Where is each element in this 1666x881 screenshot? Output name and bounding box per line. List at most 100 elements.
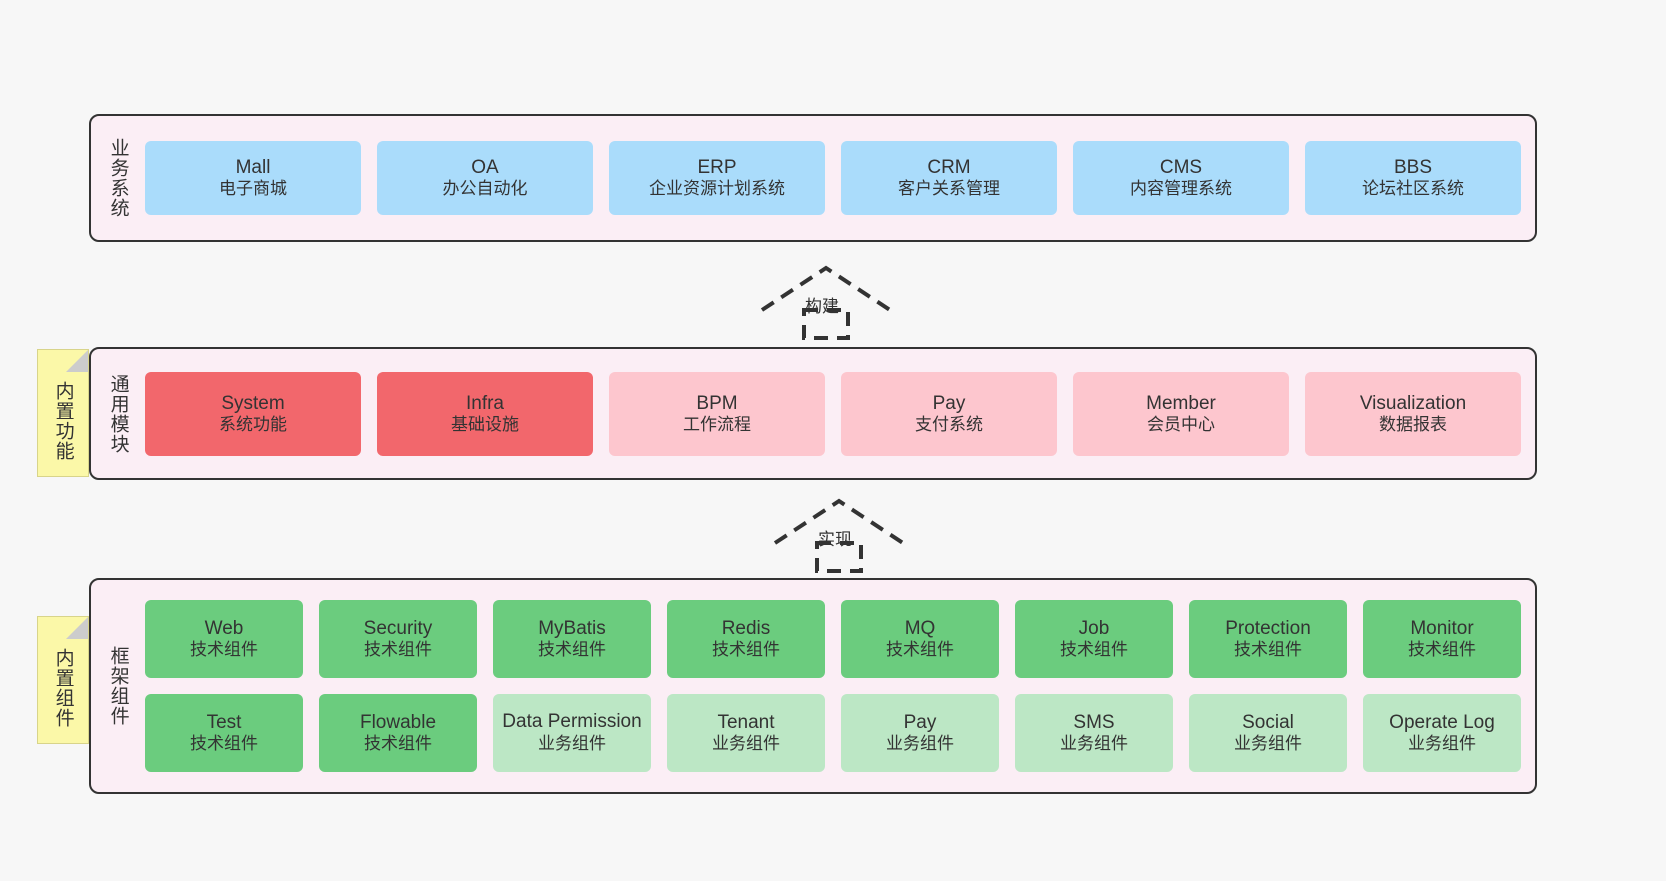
card-row: System 系统功能 Infra 基础设施 BPM 工作流程 Pay 支付系统… (145, 371, 1521, 456)
card-subtitle: 业务组件 (538, 733, 606, 753)
card-group-framework-component: Web 技术组件 Security 技术组件 MyBatis 技术组件 Redi… (145, 580, 1535, 792)
card-title: Pay (903, 712, 937, 734)
card-protection[interactable]: Protection 技术组件 (1189, 600, 1347, 678)
card-infra[interactable]: Infra 基础设施 (377, 371, 593, 456)
card-flowable[interactable]: Flowable 技术组件 (319, 694, 477, 772)
card-group-common-module: System 系统功能 Infra 基础设施 BPM 工作流程 Pay 支付系统… (145, 349, 1535, 478)
card-subtitle: 基础设施 (451, 414, 519, 434)
card-subtitle: 业务组件 (1060, 734, 1128, 754)
layer-title-common-module: 通用模块 (107, 373, 129, 454)
card-title: Member (1146, 392, 1216, 414)
card-subtitle: 业务组件 (1408, 734, 1476, 754)
card-subtitle: 技术组件 (1408, 640, 1476, 660)
card-oa[interactable]: OA 办公自动化 (377, 141, 593, 215)
card-sms[interactable]: SMS 业务组件 (1015, 694, 1173, 772)
card-visualization[interactable]: Visualization 数据报表 (1305, 371, 1521, 456)
card-data-permission[interactable]: Data Permission 业务组件 (493, 694, 651, 772)
card-mall[interactable]: Mall 电子商城 (145, 141, 361, 215)
layer-title-framework-component: 框架组件 (107, 646, 129, 726)
card-test[interactable]: Test 技术组件 (145, 694, 303, 772)
card-subtitle: 数据报表 (1379, 414, 1447, 434)
card-title: Operate Log (1389, 712, 1495, 734)
card-social[interactable]: Social 业务组件 (1189, 694, 1347, 772)
card-pay-component[interactable]: Pay 业务组件 (841, 694, 999, 772)
connector-implement: 实现 (770, 495, 910, 573)
card-mybatis[interactable]: MyBatis 技术组件 (493, 600, 651, 678)
card-system[interactable]: System 系统功能 (145, 371, 361, 456)
card-cms[interactable]: CMS 内容管理系统 (1073, 141, 1289, 215)
card-row: Web 技术组件 Security 技术组件 MyBatis 技术组件 Redi… (145, 600, 1521, 678)
card-title: MQ (904, 618, 936, 640)
card-title: Social (1242, 712, 1294, 734)
card-redis[interactable]: Redis 技术组件 (667, 600, 825, 678)
card-subtitle: 技术组件 (364, 734, 432, 754)
card-title: MyBatis (538, 618, 606, 640)
card-erp[interactable]: ERP 企业资源计划系统 (609, 141, 825, 215)
card-member[interactable]: Member 会员中心 (1073, 371, 1289, 456)
card-subtitle: 客户关系管理 (898, 179, 1000, 199)
card-title: System (221, 392, 285, 414)
card-row: Test 技术组件 Flowable 技术组件 Data Permission … (145, 694, 1521, 772)
card-title: Web (204, 618, 244, 640)
arrowhead-chevron-icon (760, 265, 892, 312)
card-bbs[interactable]: BBS 论坛社区系统 (1305, 141, 1521, 215)
card-mq[interactable]: MQ 技术组件 (841, 600, 999, 678)
connector-build: 构建 (757, 262, 897, 340)
card-job[interactable]: Job 技术组件 (1015, 600, 1173, 678)
card-title: Data Permission (502, 711, 642, 733)
sticky-note-label: 内置组件 (52, 648, 74, 728)
card-subtitle: 企业资源计划系统 (649, 179, 785, 199)
card-subtitle: 内容管理系统 (1130, 179, 1232, 199)
card-monitor[interactable]: Monitor 技术组件 (1363, 600, 1521, 678)
card-subtitle: 支付系统 (915, 414, 983, 434)
connector-shaft-icon (802, 308, 850, 340)
card-title: SMS (1073, 712, 1115, 734)
sticky-note-builtin-component: 内置组件 (37, 616, 89, 744)
card-title: Protection (1225, 618, 1311, 640)
card-title: Redis (721, 618, 771, 640)
card-title: Infra (465, 392, 505, 414)
card-title: Security (363, 618, 433, 640)
card-title: Pay (932, 392, 966, 414)
card-web[interactable]: Web 技术组件 (145, 600, 303, 678)
card-subtitle: 技术组件 (886, 640, 954, 660)
card-title: Tenant (717, 712, 775, 734)
card-subtitle: 办公自动化 (442, 179, 528, 199)
card-subtitle: 论坛社区系统 (1362, 179, 1464, 199)
connector-label-implement: 实现 (818, 530, 852, 549)
sticky-note-label: 内置功能 (52, 381, 74, 461)
connector-shaft-icon (815, 541, 863, 573)
layer-business-system: 业务系统 Mall 电子商城 OA 办公自动化 ERP 企业资源计划系统 CRM… (89, 114, 1537, 242)
card-tenant[interactable]: Tenant 业务组件 (667, 694, 825, 772)
card-pay-module[interactable]: Pay 支付系统 (841, 371, 1057, 456)
layer-title-business-system: 业务系统 (107, 138, 129, 218)
card-title: OA (471, 157, 499, 179)
card-subtitle: 技术组件 (1234, 640, 1302, 660)
card-row: Mall 电子商城 OA 办公自动化 ERP 企业资源计划系统 CRM 客户关系… (145, 141, 1521, 215)
card-security[interactable]: Security 技术组件 (319, 600, 477, 678)
card-subtitle: 技术组件 (1060, 640, 1128, 660)
card-title: Test (206, 712, 242, 734)
card-subtitle: 技术组件 (190, 734, 258, 754)
card-subtitle: 工作流程 (683, 414, 751, 434)
card-subtitle: 会员中心 (1147, 414, 1215, 434)
card-title: Job (1078, 618, 1110, 640)
card-crm[interactable]: CRM 客户关系管理 (841, 141, 1057, 215)
card-subtitle: 电子商城 (219, 179, 287, 199)
connector-label-build: 构建 (805, 297, 839, 316)
card-group-business-system: Mall 电子商城 OA 办公自动化 ERP 企业资源计划系统 CRM 客户关系… (145, 116, 1535, 240)
card-subtitle: 系统功能 (219, 414, 287, 434)
card-bpm[interactable]: BPM 工作流程 (609, 371, 825, 456)
card-subtitle: 业务组件 (712, 734, 780, 754)
arrowhead-chevron-icon (773, 498, 905, 545)
card-subtitle: 业务组件 (1234, 734, 1302, 754)
card-title: BBS (1393, 157, 1433, 179)
card-operate-log[interactable]: Operate Log 业务组件 (1363, 694, 1521, 772)
card-title: Monitor (1410, 618, 1474, 640)
card-subtitle: 技术组件 (364, 640, 432, 660)
card-title: ERP (697, 157, 737, 179)
card-title: BPM (696, 392, 738, 414)
layer-common-module: 通用模块 System 系统功能 Infra 基础设施 BPM 工作流程 Pay… (89, 347, 1537, 480)
card-subtitle: 业务组件 (886, 734, 954, 754)
